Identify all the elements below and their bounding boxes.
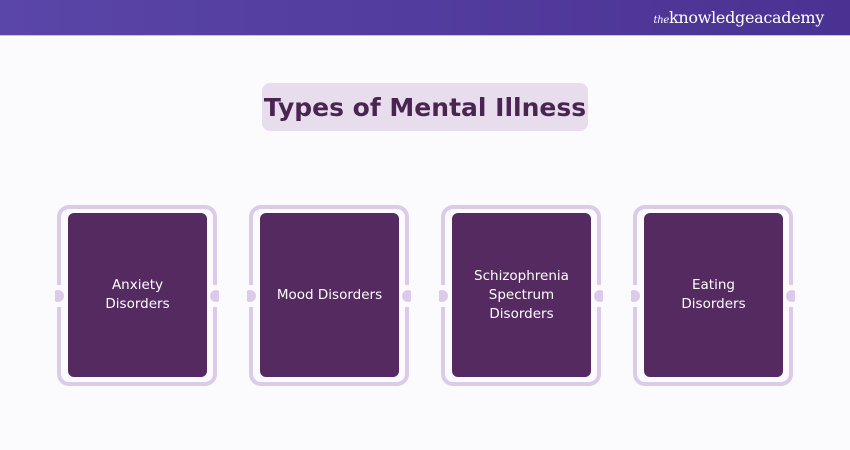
- connector-dot: [55, 290, 64, 302]
- card-box: Anxiety Disorders: [68, 213, 207, 377]
- logo: theknowledgeacademy: [653, 8, 824, 27]
- page-title: Types of Mental Illness: [262, 83, 588, 131]
- logo-text: knowledgeacademy: [668, 8, 824, 27]
- card-label: Eating Disorders: [681, 277, 746, 312]
- logo-prefix: the: [653, 15, 669, 26]
- card-3: Schizophrenia Spectrum Disorders: [439, 203, 603, 388]
- header-bar: theknowledgeacademy: [0, 0, 850, 36]
- card-label: Schizophrenia Spectrum Disorders: [474, 267, 569, 322]
- card-label: Mood Disorders: [276, 286, 383, 303]
- connector-dot: [594, 290, 603, 302]
- connector-dot: [210, 290, 219, 302]
- frame-bracket: [631, 205, 795, 386]
- connector-dot: [786, 290, 795, 302]
- frame-bracket: [247, 205, 411, 386]
- card-label: Anxiety Disorders: [105, 277, 170, 312]
- connector-dot: [439, 290, 448, 302]
- card-box: Mood Disorders: [260, 213, 399, 377]
- card-1: Anxiety Disorders: [55, 203, 219, 388]
- frame-bracket: [55, 205, 219, 386]
- card-box: Schizophrenia Spectrum Disorders: [452, 213, 591, 377]
- connector-dot: [631, 290, 640, 302]
- connector-dot: [402, 290, 411, 302]
- card-2: Mood Disorders: [247, 203, 411, 388]
- connector-dot: [247, 290, 256, 302]
- frame-bracket: [439, 205, 603, 386]
- card-box: Eating Disorders: [644, 213, 783, 377]
- card-4: Eating Disorders: [631, 203, 795, 388]
